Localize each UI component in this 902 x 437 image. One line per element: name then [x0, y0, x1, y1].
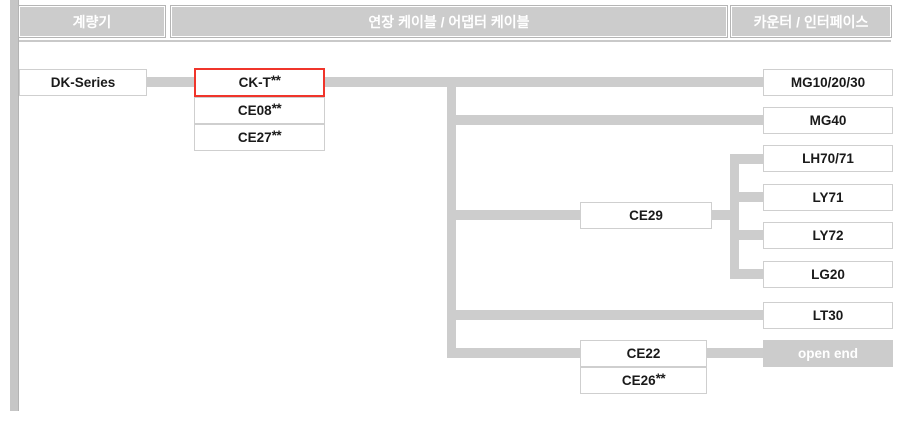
- connector-subtrunk-to-lg20: [738, 269, 768, 279]
- node-ck-t[interactable]: CK-T**: [194, 68, 325, 97]
- connector-main-trunk: [447, 77, 456, 358]
- node-dk-series[interactable]: DK-Series: [19, 69, 147, 96]
- node-lh70-71[interactable]: LH70/71: [763, 145, 893, 172]
- node-open-end-label: open end: [798, 346, 858, 361]
- connector-trunk-to-lt30: [455, 310, 765, 320]
- connector-trunk-to-ce29: [455, 210, 585, 220]
- connector-subtrunk-to-ly71: [738, 192, 768, 202]
- node-lg20-label: LG20: [811, 267, 845, 282]
- node-ce29-label: CE29: [629, 208, 663, 223]
- node-ce08-suffix: **: [271, 101, 282, 116]
- connector-sub-trunk: [730, 154, 739, 279]
- node-mg40-label: MG40: [809, 113, 847, 128]
- node-lg20[interactable]: LG20: [763, 261, 893, 288]
- header-separator: [19, 40, 891, 42]
- connector-subtrunk-to-lh7071: [738, 154, 768, 164]
- node-ce29[interactable]: CE29: [580, 202, 712, 229]
- node-ly71[interactable]: LY71: [763, 184, 893, 211]
- connector-ce22-to-openend: [703, 348, 765, 358]
- node-ce26[interactable]: CE26**: [580, 367, 707, 394]
- node-ce27-label: CE27: [237, 130, 272, 145]
- node-lh70-71-label: LH70/71: [802, 151, 854, 166]
- node-ce27[interactable]: CE27**: [194, 124, 325, 151]
- node-lt30[interactable]: LT30: [763, 302, 893, 329]
- node-ck-t-suffix: **: [270, 73, 281, 88]
- connector-subtrunk-to-ly72: [738, 230, 768, 240]
- node-ce08-label: CE08: [237, 103, 272, 118]
- connector-ce29-to-subtrunk: [708, 210, 738, 220]
- node-ce08[interactable]: CE08**: [194, 97, 325, 124]
- node-mg10-20-30[interactable]: MG10/20/30: [763, 69, 893, 96]
- column-header-interface: 카운터 / 인터페이스: [730, 5, 892, 38]
- column-header-band: 계량기 연장 케이블 / 어댑터 케이블 카운터 / 인터페이스: [18, 5, 892, 39]
- connector-dkseries-to-ckt: [142, 77, 200, 87]
- node-mg10-20-30-label: MG10/20/30: [790, 75, 866, 90]
- node-ly72-label: LY72: [812, 228, 844, 243]
- node-dk-series-label: DK-Series: [50, 75, 116, 90]
- connector-trunk-to-ce22: [455, 348, 585, 358]
- node-ly71-label: LY71: [812, 190, 844, 205]
- node-ce22-label: CE22: [626, 346, 661, 361]
- node-ce22[interactable]: CE22: [580, 340, 707, 367]
- column-header-meter: 계량기: [18, 5, 166, 38]
- node-ce26-label: CE26: [621, 373, 656, 388]
- node-open-end[interactable]: open end: [763, 340, 893, 367]
- node-mg40[interactable]: MG40: [763, 107, 893, 134]
- node-ly72[interactable]: LY72: [763, 222, 893, 249]
- node-lt30-label: LT30: [812, 308, 844, 323]
- column-header-cables: 연장 케이블 / 어댑터 케이블: [170, 5, 728, 38]
- node-ce27-suffix: **: [271, 128, 282, 143]
- node-ck-t-label: CK-T: [238, 75, 271, 90]
- node-ce26-suffix: **: [655, 371, 666, 386]
- left-rail-divider: [10, 0, 19, 411]
- connector-ckt-to-mg102030: [320, 77, 765, 87]
- connector-trunk-to-mg40: [455, 115, 765, 125]
